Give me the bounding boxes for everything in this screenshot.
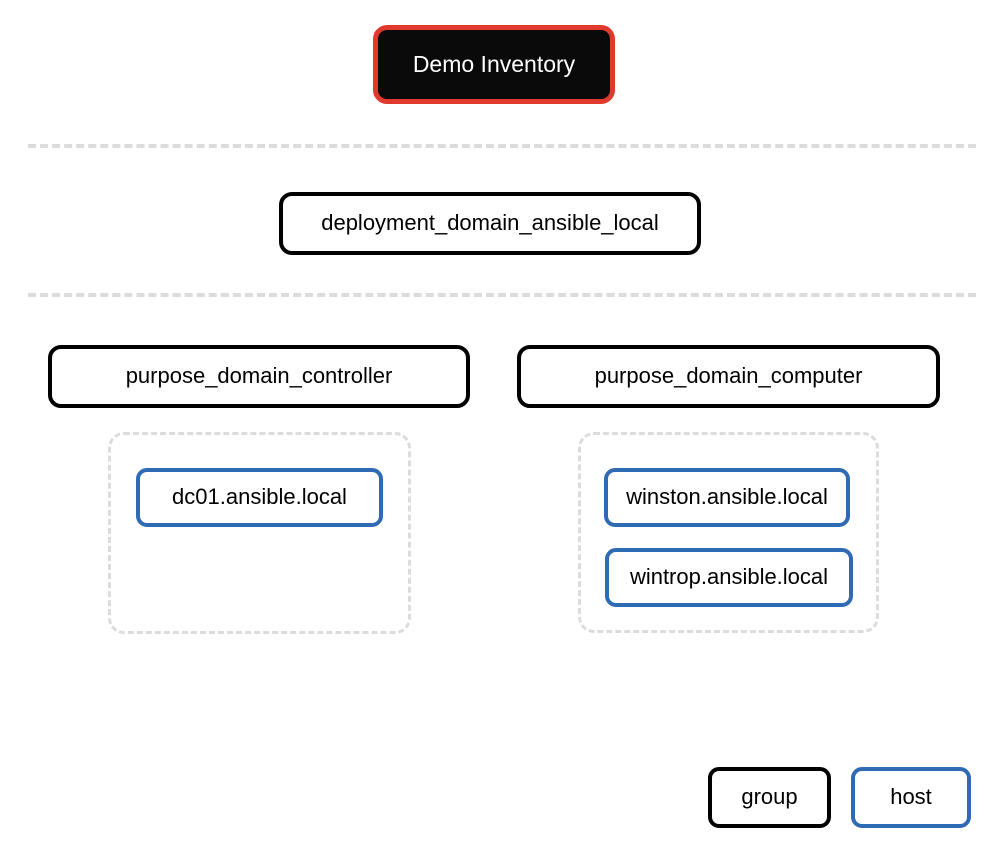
group-node-purpose-domain-computer[interactable]: purpose_domain_computer <box>517 345 940 408</box>
host-node-label: winston.ansible.local <box>626 484 828 510</box>
host-node-wintrop-ansible-local[interactable]: wintrop.ansible.local <box>605 548 853 607</box>
legend-item-host: host <box>851 767 971 828</box>
rank-separator-2 <box>28 293 976 297</box>
legend-item-host-label: host <box>890 784 932 810</box>
group-node-label: deployment_domain_ansible_local <box>321 210 659 236</box>
group-node-label: purpose_domain_computer <box>594 363 863 389</box>
group-node-deployment-domain-ansible-local[interactable]: deployment_domain_ansible_local <box>279 192 701 255</box>
legend-item-group: group <box>708 767 831 828</box>
host-cluster-domain-computer <box>578 432 879 633</box>
host-node-label: dc01.ansible.local <box>172 484 347 510</box>
rank-separator-1 <box>28 144 976 148</box>
group-node-purpose-domain-controller[interactable]: purpose_domain_controller <box>48 345 470 408</box>
host-node-label: wintrop.ansible.local <box>629 564 829 590</box>
root-node-label: Demo Inventory <box>412 50 576 77</box>
legend-item-group-label: group <box>741 784 798 810</box>
group-node-label: purpose_domain_controller <box>125 363 393 389</box>
root-node-demo-inventory[interactable]: Demo Inventory <box>373 25 615 104</box>
host-node-winston-ansible-local[interactable]: winston.ansible.local <box>604 468 850 527</box>
host-node-dc01-ansible-local[interactable]: dc01.ansible.local <box>136 468 383 527</box>
host-cluster-domain-controller <box>108 432 411 634</box>
